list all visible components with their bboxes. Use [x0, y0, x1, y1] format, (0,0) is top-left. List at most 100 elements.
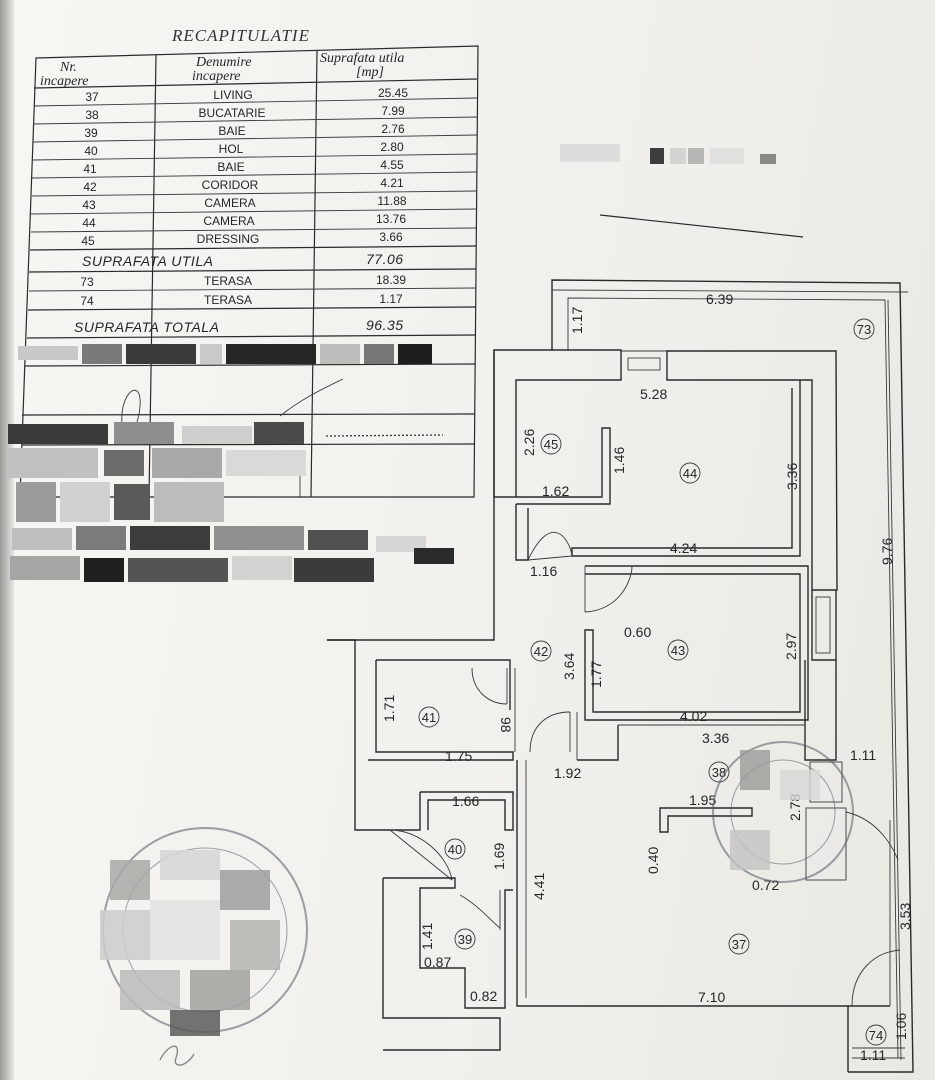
dimension-label: 3.36 [784, 463, 800, 490]
dimension-label: 0.87 [424, 954, 451, 970]
floor-plan [327, 279, 914, 1073]
row-nr: 74 [80, 294, 94, 308]
dimension-label: 3.36 [702, 730, 729, 746]
dimension-label: 4.41 [531, 873, 547, 900]
room-tag: 37 [732, 937, 746, 952]
dimension-label: 1.06 [893, 1013, 909, 1040]
header-name-2: incapere [192, 69, 240, 84]
dimension-label: 3.64 [561, 653, 577, 680]
dimension-label: 7.10 [698, 989, 725, 1005]
redaction-mosaic-block [4, 418, 474, 588]
dimension-label: 1.41 [419, 923, 435, 950]
room-tag: 44 [683, 466, 697, 481]
dimension-label: 9.76 [879, 538, 895, 565]
dimension-label: 2.97 [783, 633, 799, 660]
row-area: 18.39 [376, 273, 406, 287]
dimension-label: 2.78 [787, 794, 803, 821]
total-area-label: SUPRAFATA TOTALA [74, 319, 219, 335]
dimension-label: 0.60 [624, 624, 651, 640]
row-nr: 73 [80, 275, 94, 289]
room-tag: 74 [869, 1028, 883, 1043]
dimension-label: 1.11 [860, 1047, 886, 1063]
row-name: BUCATARIE [199, 106, 266, 120]
dimension-label: 0.40 [645, 847, 661, 874]
dimension-label: 5.28 [640, 386, 667, 402]
row-name: DRESSING [197, 232, 260, 246]
row-area: 1.17 [379, 292, 403, 306]
header-nr-2: incapere [40, 74, 88, 89]
room-tag: 73 [857, 322, 871, 337]
useful-area-label: SUPRAFATA UTILA [82, 253, 213, 269]
room-tag: 43 [671, 643, 685, 658]
official-stamp-right [712, 741, 854, 883]
room-tag: 45 [544, 437, 558, 452]
row-nr: 45 [81, 234, 95, 248]
row-name: HOL [219, 142, 244, 156]
row-nr: 37 [85, 90, 99, 104]
dimension-label: 2.26 [521, 429, 537, 456]
dimension-label: 1.17 [569, 307, 585, 334]
row-nr: 40 [84, 144, 98, 158]
dimension-label: 98 [498, 717, 514, 733]
header-area-2: [mp] [356, 65, 384, 80]
dimension-label: 1.62 [542, 483, 569, 499]
row-name: CAMERA [204, 196, 255, 210]
header-nr-1: Nr. [59, 60, 77, 75]
total-area-value: 96.35 [366, 317, 404, 333]
dimension-label: 6.39 [706, 291, 733, 307]
row-area: 7.99 [381, 104, 405, 118]
row-name: BAIE [218, 124, 245, 138]
recap-terrace-rows: 73 TERASA 18.39 74 TERASA 1.17 [80, 273, 406, 308]
row-name: TERASA [204, 293, 252, 307]
row-area: 13.76 [376, 212, 406, 226]
dimension-label: 1.16 [530, 563, 557, 579]
signature-line [599, 214, 804, 238]
redaction-mosaic-stamp-right [720, 740, 840, 880]
row-name: TERASA [204, 274, 252, 288]
room-tag: 39 [458, 932, 472, 947]
row-name: BAIE [217, 160, 244, 174]
row-nr: 43 [82, 198, 96, 212]
row-nr: 42 [83, 180, 97, 194]
row-nr: 39 [84, 126, 98, 140]
redaction-mosaic-owner [18, 340, 432, 368]
room-tags: 73 45 44 43 42 41 40 39 38 37 74 [418, 318, 887, 1046]
useful-area-value: 77.06 [366, 251, 404, 267]
room-tag: 42 [534, 644, 548, 659]
dimension-label: 4.02 [680, 708, 707, 724]
dimension-label: 1.71 [381, 695, 397, 722]
room-tag: 40 [448, 842, 462, 857]
header-area-1: Suprafata utila [320, 51, 404, 66]
dimension-label: 0.82 [470, 988, 497, 1004]
recap-header: Nr. incapere Denumire incapere Suprafata… [40, 51, 404, 89]
dimension-label: 1.92 [554, 765, 581, 781]
dimension-label: 1.11 [850, 747, 876, 763]
row-area: 2.76 [381, 122, 405, 136]
room-tag: 41 [422, 710, 436, 725]
row-area: 4.55 [380, 158, 404, 172]
row-name: LIVING [213, 88, 252, 102]
row-name: CORIDOR [202, 178, 259, 192]
row-nr: 44 [82, 216, 96, 230]
row-area: 11.88 [377, 194, 406, 208]
plan-dimensions: 6.39 1.17 5.28 2.26 1.46 3.36 1.62 9.76 … [381, 291, 913, 1063]
dimension-label: 4.24 [670, 540, 697, 556]
row-area: 3.66 [379, 230, 403, 244]
row-name: CAMERA [203, 214, 254, 228]
row-area: 2.80 [380, 140, 404, 154]
row-nr: 38 [85, 108, 99, 122]
dimension-label: 1.77 [588, 661, 604, 688]
redaction-mosaic-top [560, 140, 800, 170]
dimension-label: 1.66 [452, 793, 479, 809]
recap-title: RECAPITULATIE [172, 26, 310, 45]
dimension-label: 1.46 [611, 447, 627, 474]
row-area: 25.45 [378, 86, 408, 100]
dimension-label: 1.69 [491, 843, 507, 870]
dimension-label: 3.53 [897, 903, 913, 930]
dimension-label: 1.75 [445, 748, 472, 764]
dimension-label: 1.95 [689, 792, 716, 808]
page-edge-shadow [0, 0, 14, 1080]
row-area: 4.21 [380, 176, 404, 190]
header-name-1: Denumire [195, 55, 251, 70]
redaction-mosaic-stamp-left [100, 840, 300, 1040]
